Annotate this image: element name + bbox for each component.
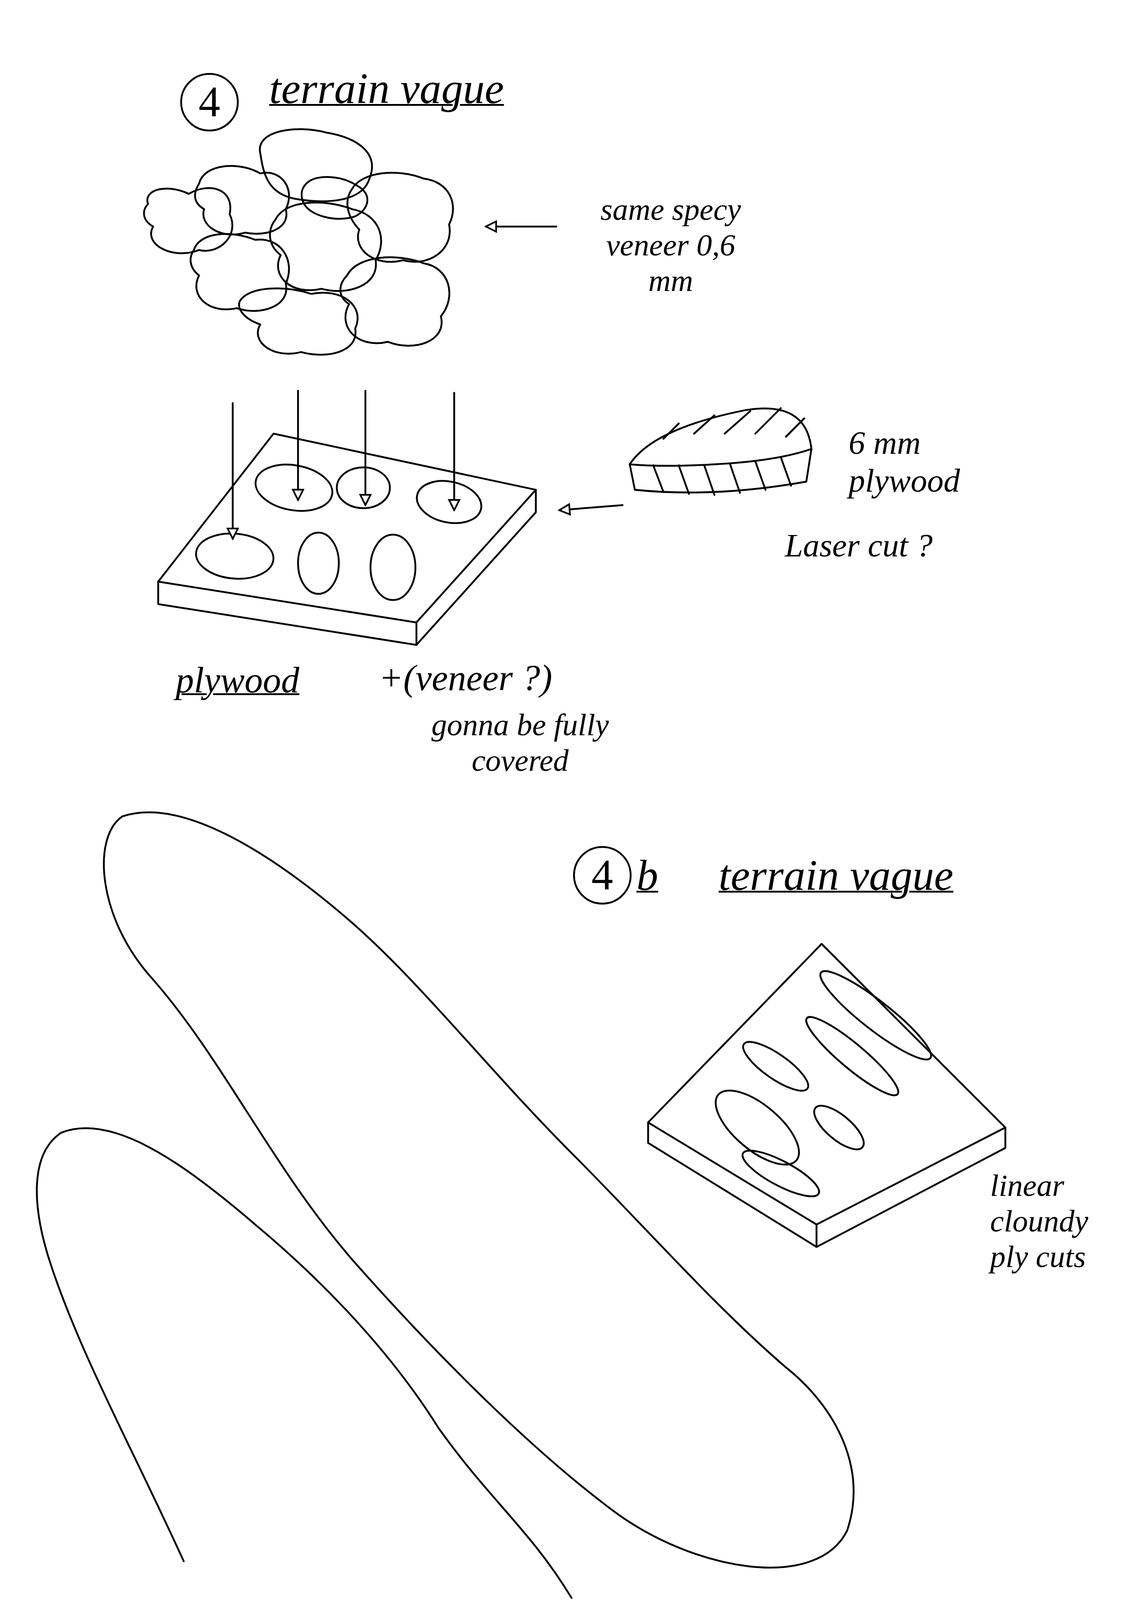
plywood-board bbox=[158, 433, 537, 646]
handwritten-note: 6 mm plywood bbox=[848, 424, 1023, 501]
handwritten-note: Laser cut ? bbox=[784, 526, 933, 565]
callout-number: 4 bbox=[198, 80, 221, 124]
callout-circle: 4 bbox=[572, 845, 632, 906]
handwritten-note: terrain vague bbox=[269, 63, 504, 114]
handwritten-note: terrain vague bbox=[718, 850, 954, 901]
handwritten-note: b bbox=[636, 850, 659, 901]
plywood-piece bbox=[629, 408, 812, 496]
handwritten-note: +(veneer ?) bbox=[378, 657, 553, 699]
handwritten-note: gonna be fully covered bbox=[392, 707, 648, 779]
cloud-outline bbox=[104, 812, 854, 1569]
handwritten-note: plywood bbox=[175, 659, 300, 702]
handwritten-note: linear cloundy ply cuts bbox=[990, 1168, 1127, 1276]
callout-number: 4 bbox=[591, 853, 614, 898]
veneer-pieces bbox=[144, 129, 454, 355]
handwritten-note: same specy veneer 0,6 mm bbox=[593, 191, 749, 299]
callout-circle: 4 bbox=[179, 72, 240, 132]
cloud-outline bbox=[36, 1128, 572, 1599]
plywood-board bbox=[647, 944, 1006, 1247]
